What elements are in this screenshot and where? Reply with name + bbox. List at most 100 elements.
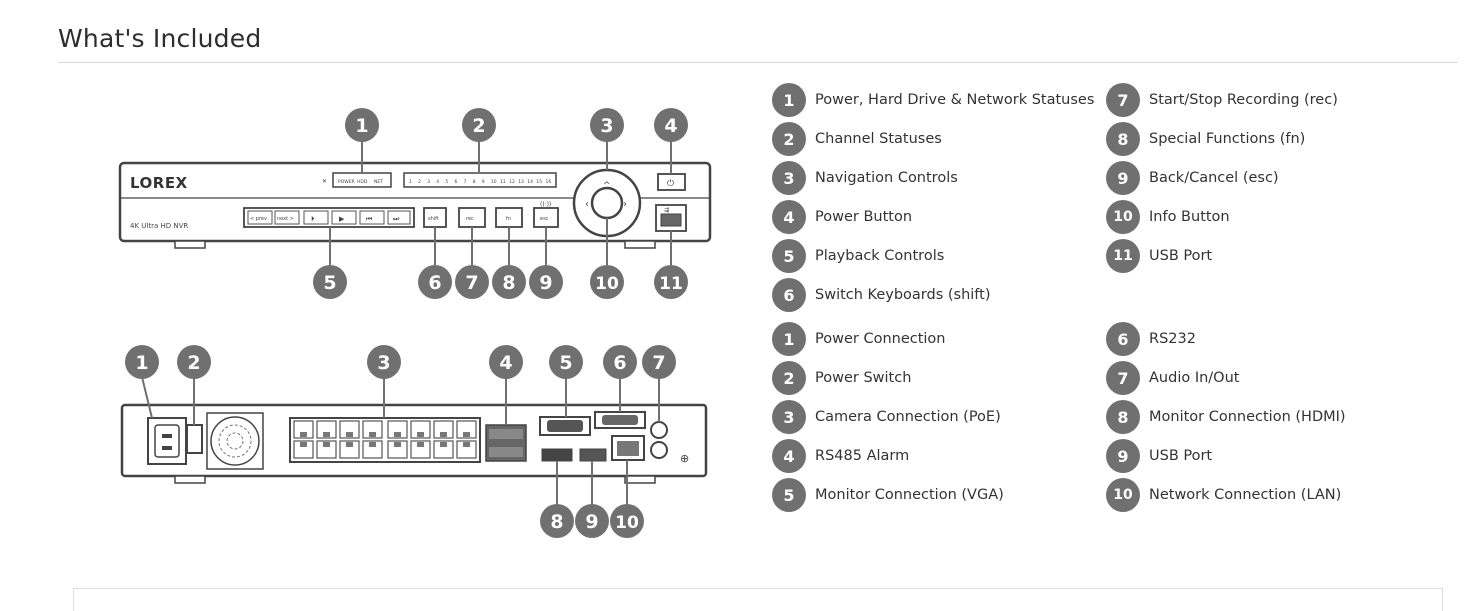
channel-led-label: 16	[546, 179, 552, 185]
legend-label: Camera Connection (PoE)	[815, 409, 1001, 425]
legend-label: Start/Stop Recording (rec)	[1149, 92, 1338, 108]
skip-forward-icon[interactable]: ⏭	[393, 215, 400, 223]
brand-logo: LOREX	[130, 174, 188, 192]
play-icon[interactable]: ▶	[339, 215, 345, 223]
step-play-icon[interactable]: ⏵	[311, 215, 315, 223]
svg-text:9: 9	[539, 272, 552, 294]
svg-text:3: 3	[600, 115, 613, 137]
legend-number-badge: 8	[1106, 400, 1140, 434]
navigation-wheel[interactable]: ^ ‹ ›	[572, 168, 642, 238]
svg-text:1: 1	[355, 115, 368, 137]
legend-number-badge: 1	[772, 322, 806, 356]
shift-button[interactable]: shift	[428, 216, 439, 222]
next-button[interactable]: next >	[277, 216, 294, 222]
legend-number-badge: 3	[772, 400, 806, 434]
rec-button[interactable]: rec	[466, 216, 474, 222]
poe-port	[456, 440, 477, 459]
rear-callout-4: 4	[489, 345, 523, 379]
channel-led-label: 11	[500, 179, 506, 185]
power-button-icon[interactable]: ⏻	[667, 178, 674, 189]
poe-port-latch	[369, 432, 376, 437]
channel-led-label: 13	[518, 179, 524, 185]
svg-text:5: 5	[323, 272, 336, 294]
rear-panel-diagram: ⊕ 1 2 3 4 5 6 7 8 9 10	[120, 345, 708, 538]
poe-port	[387, 440, 408, 459]
legend-number-badge: 10	[1106, 478, 1140, 512]
poe-port	[410, 440, 431, 459]
poe-port	[456, 420, 477, 439]
rear-callout-6: 6	[603, 345, 637, 379]
legend-number-badge: 2	[772, 361, 806, 395]
front-callout-lines	[329, 140, 672, 265]
poe-port	[316, 440, 337, 459]
svg-text:6: 6	[428, 272, 441, 294]
front-legend-item: 7 Start/Stop Recording (rec)	[1106, 83, 1338, 117]
poe-port	[339, 440, 360, 459]
poe-port	[433, 420, 454, 439]
poe-port	[316, 420, 337, 439]
svg-text:1: 1	[135, 352, 148, 374]
legend-label: USB Port	[1149, 448, 1213, 464]
poe-port	[362, 420, 383, 439]
usb-icon: ⇶	[664, 207, 669, 214]
channel-led-label: 15	[536, 179, 542, 185]
rear-callout-8: 8	[540, 504, 574, 538]
prev-button[interactable]: < prev	[250, 216, 267, 222]
legend-label: USB Port	[1149, 248, 1213, 264]
legend-label: Audio In/Out	[1149, 370, 1240, 386]
nav-right-icon[interactable]: ›	[623, 199, 627, 210]
rear-usb-port	[579, 448, 607, 462]
front-callout-2: 2	[462, 108, 496, 142]
skip-back-icon[interactable]: ⏮	[366, 215, 372, 223]
poe-port-latch	[417, 442, 424, 447]
legend-label: Power Connection	[815, 331, 946, 347]
front-callout-6: 6	[418, 265, 452, 299]
legend-number-badge: 8	[1106, 122, 1140, 156]
ground-icon: ⊕	[680, 452, 689, 465]
legend-number-badge: 2	[772, 122, 806, 156]
nav-left-icon[interactable]: ‹	[585, 199, 589, 210]
poe-port	[293, 440, 314, 459]
poe-port-latch	[440, 432, 447, 437]
front-callout-11: 11	[654, 265, 688, 299]
rear-callout-5: 5	[549, 345, 583, 379]
status-label-net: NET	[374, 179, 383, 185]
poe-port-latch	[323, 432, 330, 437]
poe-port-latch	[394, 442, 401, 447]
nav-up-icon[interactable]: ^	[603, 181, 611, 191]
content-card	[73, 588, 1443, 611]
poe-ports	[289, 417, 481, 463]
legend-number-badge: 7	[1106, 83, 1140, 117]
svg-text:2: 2	[187, 352, 200, 374]
channel-led-label: 7	[464, 179, 467, 185]
poe-port	[410, 420, 431, 439]
poe-port-latch	[440, 442, 447, 447]
poe-port	[433, 440, 454, 459]
legend-label: Power Switch	[815, 370, 912, 386]
fn-button[interactable]: fn	[506, 216, 511, 222]
channel-led-label: 2	[418, 179, 421, 185]
legend-label: Back/Cancel (esc)	[1149, 170, 1279, 186]
svg-text:5: 5	[559, 352, 572, 374]
legend-number-badge: 11	[1106, 239, 1140, 273]
poe-port-latch	[394, 432, 401, 437]
status-label-power: POWER	[338, 179, 355, 185]
front-callout-8: 8	[492, 265, 526, 299]
legend-label: Playback Controls	[815, 248, 945, 264]
esc-button[interactable]: esc	[540, 216, 549, 222]
rear-callout-1: 1	[125, 345, 159, 379]
front-callout-1: 1	[345, 108, 379, 142]
poe-port-latch	[463, 442, 470, 447]
front-callout-3: 3	[590, 108, 624, 142]
poe-port-latch	[346, 432, 353, 437]
channel-led-label: 10	[491, 179, 497, 185]
front-callout-4: 4	[654, 108, 688, 142]
